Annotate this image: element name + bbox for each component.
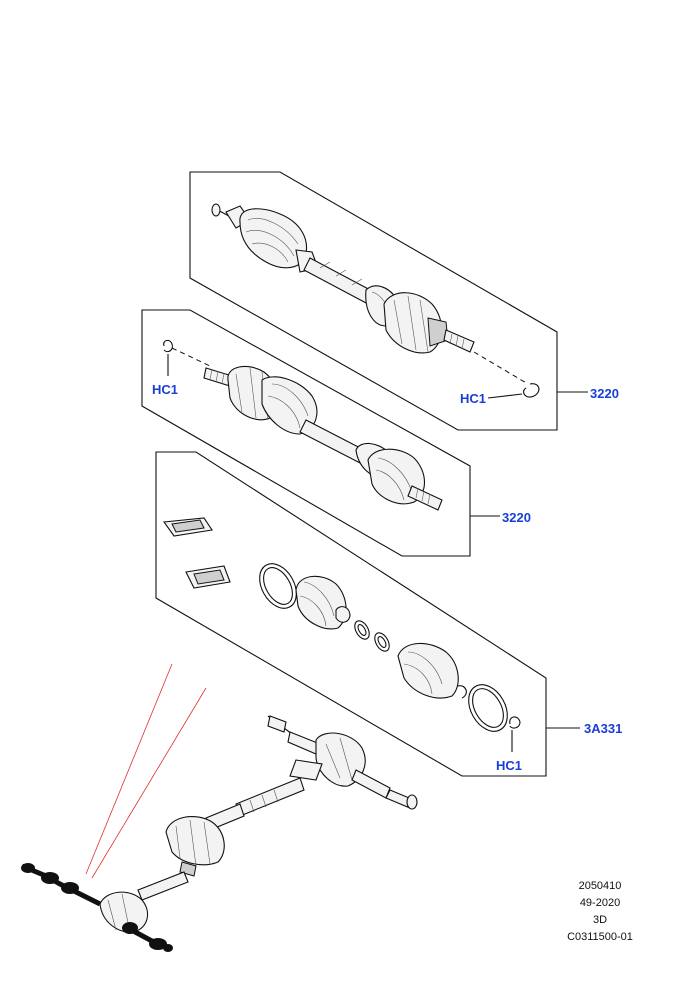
drawing-catalog-code: C0311500-01 [567,931,633,943]
grease-sachet-lower[interactable] [185,565,231,589]
boot-clamp-large[interactable] [252,557,304,615]
boot-kit-part-number[interactable]: 3A331 [584,721,622,736]
drawing-reference-block: 2050410 49-2020 3D C0311500-01 [540,878,660,946]
transfer-case [165,816,225,877]
middle-shaft-part-number[interactable]: 3220 [502,510,531,525]
boot-clamp-small-2[interactable] [372,630,392,653]
cv-boot-inner[interactable] [397,642,459,699]
middle-circlip[interactable] [163,339,173,353]
upper-drive-shaft[interactable] [211,203,529,385]
highlighted-front-drive-shafts [21,863,173,952]
middle-clip-callout[interactable]: HC1 [152,382,178,397]
lower-circlip[interactable] [509,716,521,729]
front-shaft [137,871,189,901]
cv-boot-outer[interactable] [295,575,351,630]
upper-circlip[interactable] [523,383,540,398]
front-differential [99,891,149,933]
upper-clip-callout[interactable]: HC1 [460,391,486,406]
drawing-date-code: 49-2020 [579,897,621,909]
lower-clip-callout[interactable]: HC1 [496,758,522,773]
driveline-locator-illustration [21,715,418,952]
upper-group-frame [189,171,558,431]
middle-shaft-group: HC1 32 [141,309,531,557]
boot-clamp-large-2[interactable] [461,678,515,738]
location-guide-lines [85,663,207,879]
boot-kit-frame [155,451,547,777]
upper-shaft-group: HC1 3220 [189,171,619,431]
boot-kit-group: HC1 3A331 [155,451,622,777]
grease-sachet-upper[interactable] [163,517,213,537]
drawing-view-code: 3D [592,914,608,926]
boot-clamp-small-1[interactable] [352,618,372,641]
upper-shaft-part-number[interactable]: 3220 [590,386,619,401]
drawing-number: 2050410 [578,880,622,892]
rear-axle-assembly [267,715,418,810]
middle-drive-shaft[interactable] [203,365,443,511]
middle-group-frame [141,309,471,557]
propeller-shaft [205,777,305,831]
boot-circlip[interactable] [457,685,467,699]
